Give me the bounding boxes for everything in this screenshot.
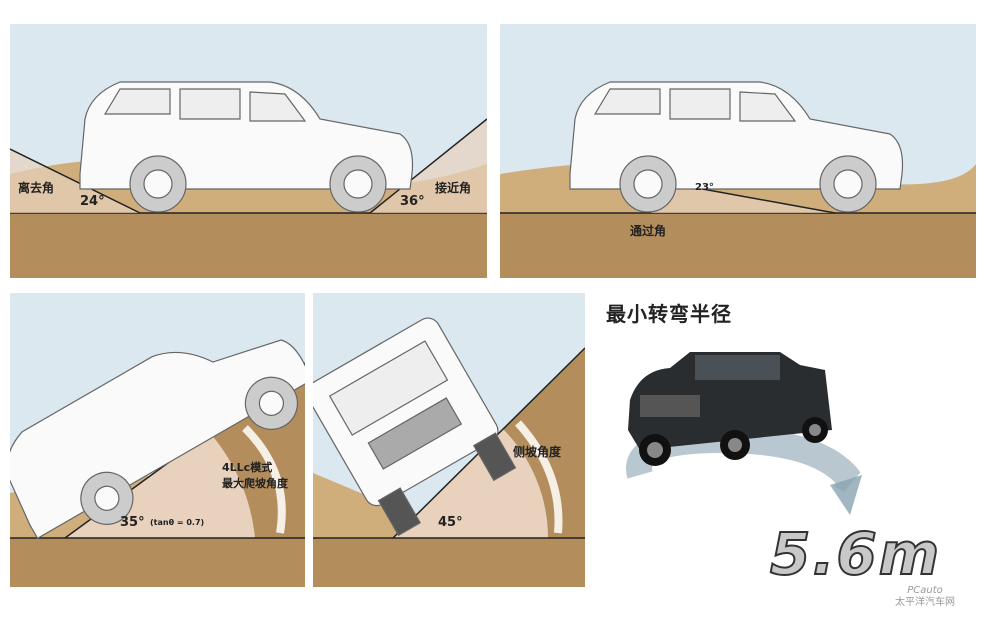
approach-departure-panel: 离去角 24° 接近角 36°: [10, 24, 487, 278]
side-slope-angle-value: 45°: [438, 515, 463, 530]
side-slope-panel: 侧坡角度 45°: [313, 293, 585, 587]
climb-desc-label: 最大爬坡角度: [222, 477, 288, 490]
watermark-brand: PCauto: [907, 585, 943, 596]
side-slope-label: 侧坡角度: [513, 445, 562, 459]
breakover-angle-value: 23°: [695, 182, 714, 193]
departure-angle-label: 离去角: [18, 181, 55, 195]
departure-angle-value: 24°: [80, 194, 105, 209]
side-slope-diagram: [313, 317, 585, 587]
breakover-diagram: [500, 81, 976, 278]
climb-tan-note: (tanθ = 0.7): [150, 518, 205, 527]
breakover-angle-label: 通过角: [630, 224, 667, 238]
approach-departure-diagram: [10, 81, 487, 278]
approach-angle-value: 36°: [400, 194, 425, 209]
turning-radius-value: 5.6m: [769, 519, 942, 589]
breakover-panel: 23° 通过角: [500, 24, 976, 278]
turning-radius-title: 最小转弯半径: [606, 302, 732, 326]
black-suv-turning-illustration: [626, 352, 862, 515]
watermark: PCauto 太平洋汽车网: [895, 585, 955, 609]
climb-panel: 4LLc模式 最大爬坡角度 35° (tanθ = 0.7): [10, 293, 305, 587]
climb-diagram: [10, 339, 305, 587]
black-suv: [628, 352, 832, 466]
approach-angle-label: 接近角: [435, 181, 472, 195]
climb-angle-value: 35°: [120, 515, 145, 530]
watermark-site: 太平洋汽车网: [895, 597, 955, 608]
climb-mode-label: 4LLc模式: [222, 461, 273, 474]
suv-outline: [79, 81, 414, 213]
